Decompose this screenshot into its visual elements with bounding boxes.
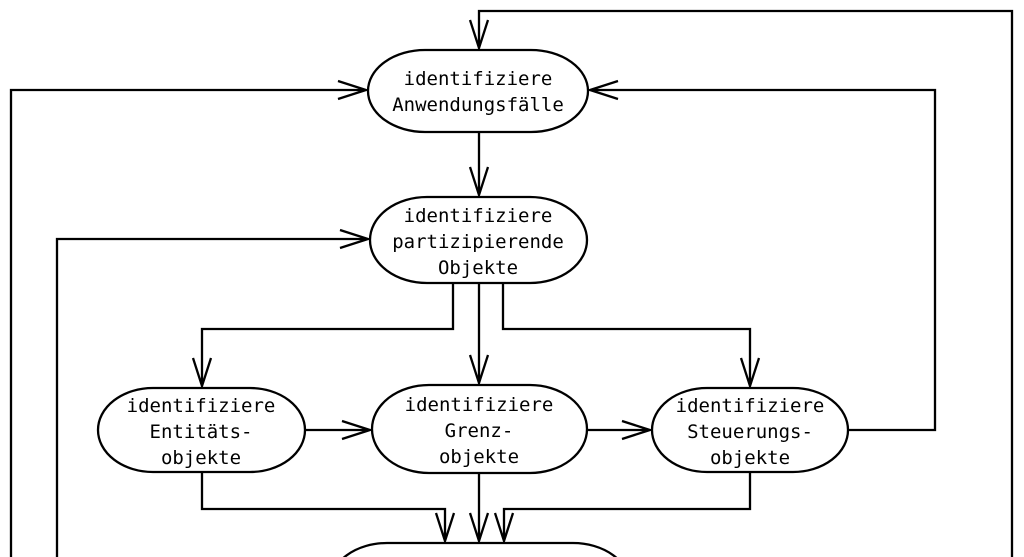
node-partizipierende-label-line1: identifiziere <box>404 205 553 227</box>
edge-partizipierende-to-grenz <box>468 283 490 387</box>
node-grenz-label-line3: objekte <box>439 446 519 468</box>
node-entitaets-label-line3: objekte <box>161 447 241 469</box>
edge-steuerungs-to-bottom <box>493 472 752 545</box>
edge-steuerungs-to-anwendungsfaelle <box>586 79 937 432</box>
node-grenz-label-line1: identifiziere <box>405 394 554 416</box>
node-entitaets-label-line2: Entitäts- <box>150 421 253 443</box>
edge-entitaets-to-bottom <box>200 472 456 545</box>
node-steuerungs-label-line2: Steuerungs- <box>687 421 813 443</box>
node-grenz-shape <box>370 383 589 475</box>
edge-partizipierende-to-steuerungs <box>501 283 761 390</box>
node-steuerungs-shape <box>650 386 850 474</box>
node-entitaets-label-line1: identifiziere <box>127 395 276 417</box>
node-partizipierende-shape <box>368 195 589 285</box>
node-steuerungs-label-line3: objekte <box>710 447 790 469</box>
node-entitaets-shape <box>96 386 307 474</box>
node-anwendungsfaelle-label-line1: identifiziere <box>404 68 553 90</box>
edge-right-loop-to-anwendungsfaelle <box>468 9 1014 557</box>
node-steuerungs-label-line1: identifiziere <box>676 395 825 417</box>
node-anwendungsfaelle-shape <box>366 48 590 134</box>
edge-left-outer-to-anwendungsfaelle <box>9 79 370 557</box>
node-anwendungsfaelle-label-line2: Anwendungsfälle <box>392 94 564 116</box>
node-partizipierende-label-line2: partizipierende <box>392 231 564 253</box>
node-bottom-partial-shape <box>342 541 618 557</box>
edge-left-inner-to-partizipierende <box>55 228 372 557</box>
edge-grenz-to-bottom <box>468 473 490 545</box>
edge-grenz-to-steuerungs <box>587 419 654 441</box>
node-partizipierende-label-line3: Objekte <box>438 257 518 279</box>
node-grenz-label-line2: Grenz- <box>445 420 514 442</box>
edge-partizipierende-to-entitaets <box>191 283 455 390</box>
edge-entitaets-to-grenz <box>305 419 374 441</box>
diagram-graphics: identifiziere Anwendungsfälle identifizi… <box>9 9 1014 557</box>
edge-anwendungsfaelle-to-partizipierende <box>468 132 490 199</box>
